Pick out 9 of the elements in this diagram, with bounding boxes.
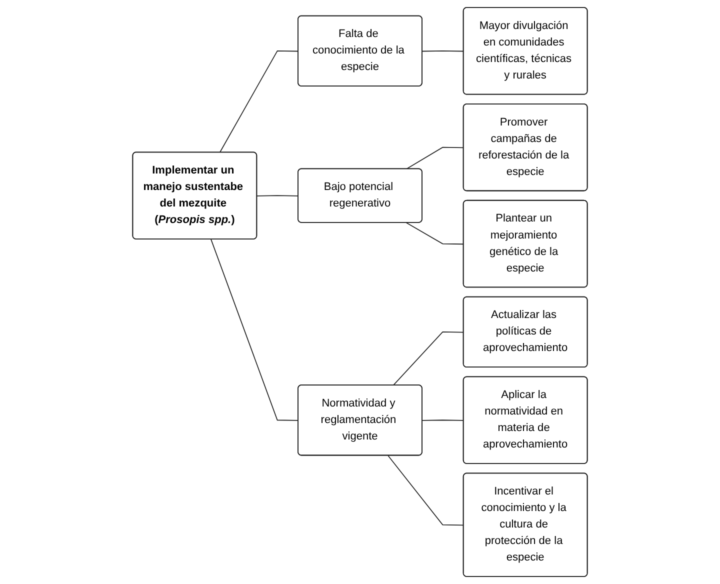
connector (406, 146, 464, 170)
connector (219, 50, 299, 153)
connector (392, 332, 464, 386)
connector (210, 238, 299, 421)
connector (422, 420, 464, 421)
connector (406, 222, 464, 245)
connector (422, 50, 464, 52)
connector (388, 455, 464, 526)
connector (256, 195, 299, 196)
